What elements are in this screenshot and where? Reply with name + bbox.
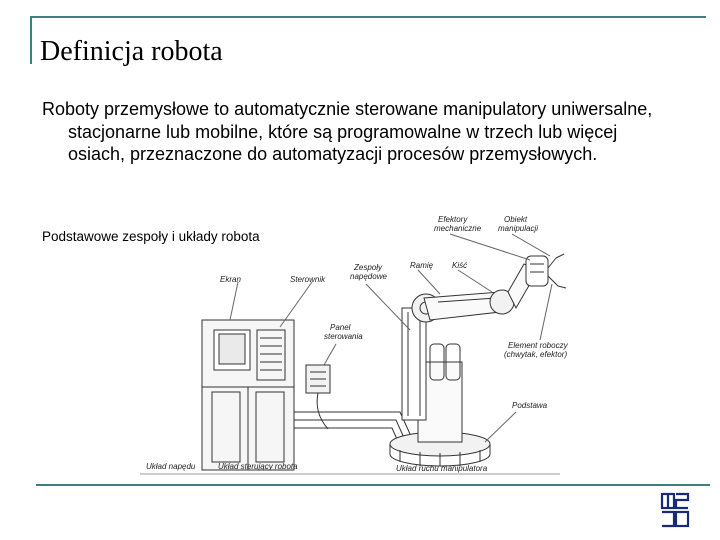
label-zespoly: Zespoły	[353, 263, 383, 272]
label-sterowania: sterowania	[324, 332, 363, 341]
label-manipulacji: manipulacji	[498, 224, 538, 233]
label-uklad-sterujacy: Układ sterujący robota	[218, 462, 298, 471]
label-podstawa: Podstawa	[512, 401, 548, 410]
frame-top-line	[30, 16, 706, 18]
label-efektory: Efektory	[438, 215, 468, 224]
label-mechaniczne: mechaniczne	[434, 224, 482, 233]
label-napedowe: napędowe	[350, 272, 387, 281]
label-uklad-napedu: Układ napędu	[146, 462, 196, 471]
label-ramie: Ramię	[410, 261, 434, 270]
label-uklad-ruchu: Układ ruchu manipulatora	[396, 464, 488, 473]
ms-logo	[660, 492, 690, 528]
slide-title: Definicja robota	[40, 36, 223, 67]
label-sterownik: Sterownik	[290, 275, 326, 284]
label-panel: Panel	[330, 323, 351, 332]
diagram-caption: Podstawowe zespoły i układy robota	[42, 229, 260, 244]
label-kisc: Kiść	[452, 261, 467, 270]
label-obiekt: Obiekt	[504, 215, 528, 224]
definition-paragraph: Roboty przemysłowe to automatycznie ster…	[42, 99, 653, 164]
label-chwytak-efektor: (chwytak, efektor)	[504, 350, 567, 359]
frame-bottom-line	[36, 484, 710, 486]
frame-left-line	[30, 16, 32, 64]
robot-diagram: Efektory mechaniczne Obiekt manipulacji …	[140, 215, 569, 475]
label-ekran: Ekran	[220, 275, 241, 284]
label-element-roboczy: Element roboczy	[508, 341, 569, 350]
